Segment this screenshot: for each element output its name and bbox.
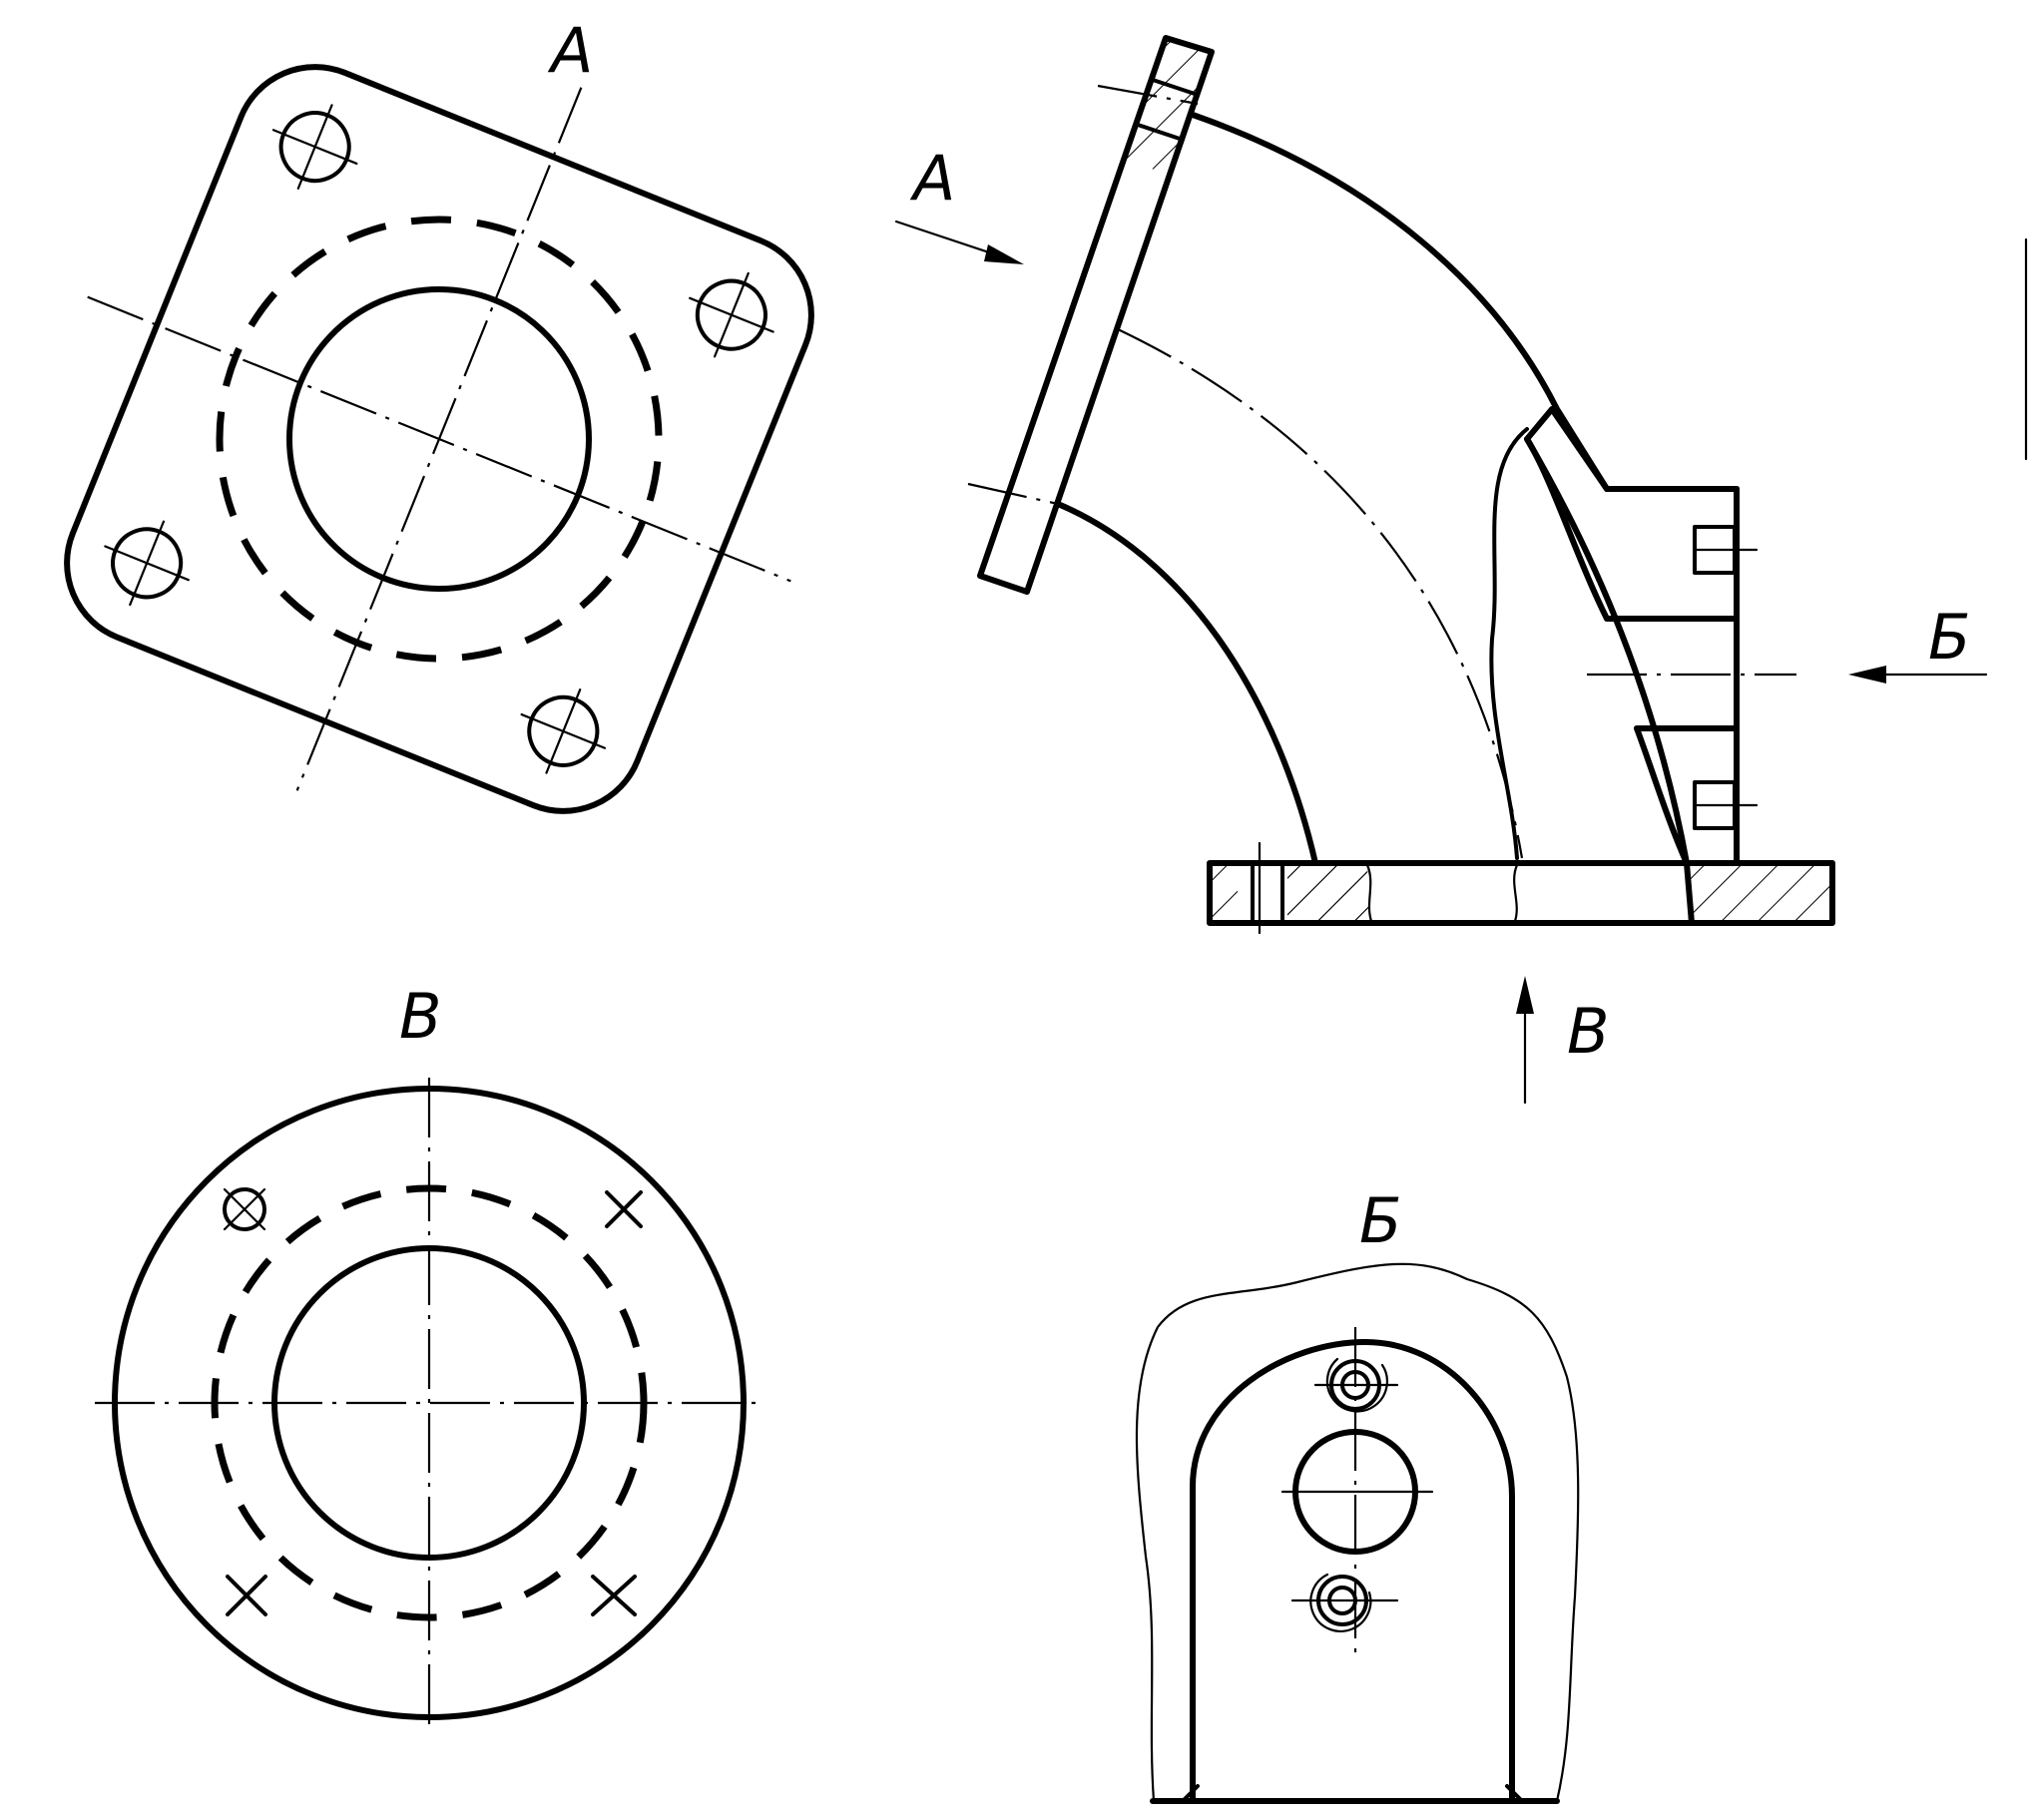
right-flange-section-lower <box>1634 725 1740 866</box>
centerline-vertical <box>295 87 583 791</box>
round-flange-hole-marked <box>223 1187 266 1231</box>
view-v-title: В <box>399 980 442 1053</box>
bolt-hole-1 <box>271 104 358 190</box>
elbow-inner-bore-right <box>1524 436 1690 866</box>
section-break-line <box>1489 427 1529 860</box>
view-v-round-flange: В <box>95 980 763 1731</box>
right-flange-section-upper <box>1524 406 1740 622</box>
bottom-flange-outline <box>1207 860 1835 926</box>
lower-flange-bolt-axis <box>967 482 1059 506</box>
view-arrow-a-label: А <box>909 142 955 215</box>
round-flange-hole-cross-3 <box>591 1575 637 1616</box>
side-flange-arch <box>1190 1339 1515 1804</box>
view-arrow-b-cyr: Б <box>1848 601 1988 683</box>
top-flange-bolt-axis <box>1097 84 1199 106</box>
view-arrow-b-cyr-label: Б <box>1928 601 1971 674</box>
view-b-cyr-side-flange: Б <box>1135 1184 1580 1804</box>
bottom-flange-hatch-edge <box>1212 865 1238 921</box>
view-b-cyr-title: Б <box>1359 1184 1402 1257</box>
bolt-hole-4 <box>520 688 607 774</box>
view-arrow-a: А <box>894 142 1024 264</box>
side-flange-tapped-hole-lower <box>1290 1573 1399 1632</box>
bottom-flange-hatch-mid <box>1287 865 1369 921</box>
side-flange-tapped-hole-upper <box>1313 1357 1399 1413</box>
bolt-hole-2 <box>689 271 774 358</box>
side-view-break-outline <box>1135 1262 1580 1803</box>
round-flange-hole-cross-2 <box>226 1575 267 1616</box>
round-flange-hole-cross-1 <box>605 1190 643 1228</box>
elbow-inner-wall <box>1055 501 1318 866</box>
view-a-title: А <box>547 14 593 87</box>
top-flange-hatch <box>1124 38 1212 175</box>
side-flange-center-bore <box>1280 1429 1434 1555</box>
elbow-main-view: А Б В <box>894 35 1988 1105</box>
elbow-axis-centerline <box>1117 328 1524 859</box>
view-arrow-v-label: В <box>1567 995 1610 1068</box>
bolt-hole-3 <box>104 520 190 607</box>
bottom-flange-hatch-right <box>1687 865 1830 921</box>
view-arrow-v: В <box>1516 976 1610 1105</box>
elbow-outer-wall <box>1190 112 1610 492</box>
view-a-square-flange: А <box>64 14 814 814</box>
